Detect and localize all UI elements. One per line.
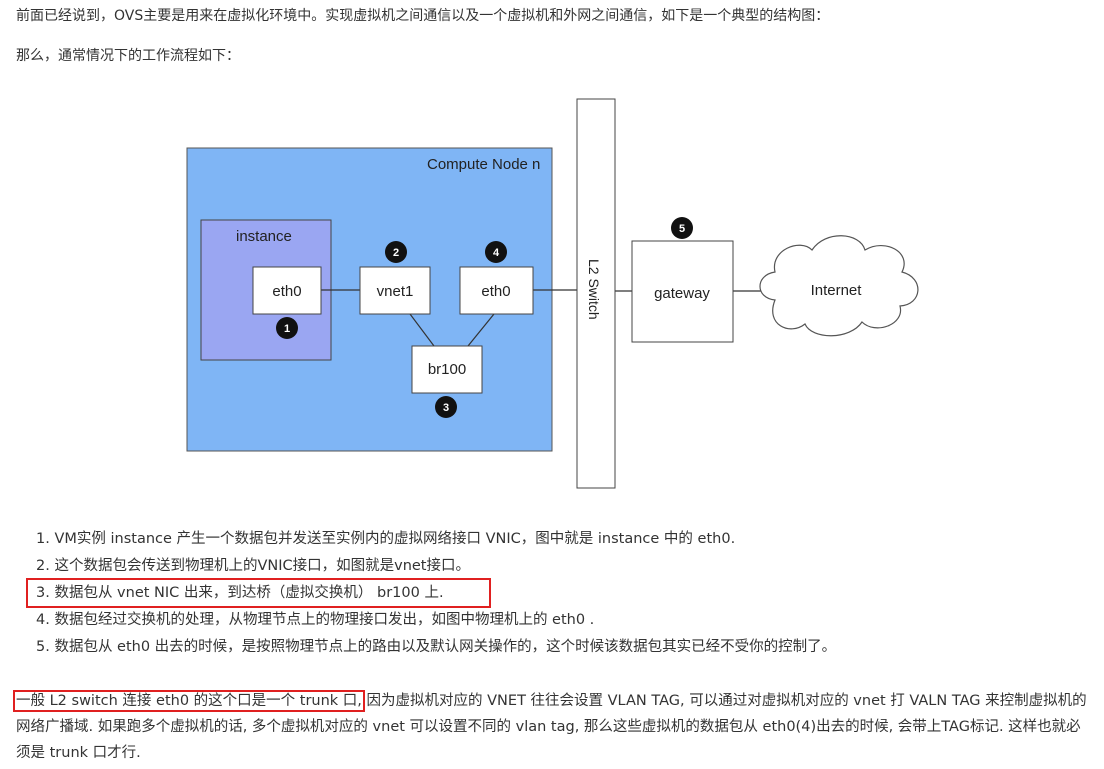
gateway-node	[631, 240, 734, 343]
link-eth0-br100	[467, 313, 495, 347]
workflow-intro: 那么，通常情况下的工作流程如下：	[16, 48, 240, 64]
l2-switch-label: L2 Switch	[586, 259, 602, 320]
svg-text:5: 5	[679, 223, 685, 235]
network-diagram: Compute Node n instance eth0 vnet1 eth0 …	[186, 98, 919, 489]
svg-text:1: 1	[284, 323, 290, 335]
marker-5: 5	[671, 217, 693, 239]
svg-text:2: 2	[393, 247, 399, 259]
marker-3: 3	[435, 396, 457, 418]
step-item: 3. 数据包从 vnet NIC 出来，到达桥（虚拟交换机） br100 上.	[36, 585, 444, 601]
marker-4: 4	[485, 241, 507, 263]
l2-switch	[576, 98, 616, 489]
link-vnet1-br100	[409, 313, 435, 347]
step-item: 2. 这个数据包会传送到物理机上的VNIC接口，如图就是vnet接口。	[36, 558, 470, 574]
marker-1: 1	[276, 317, 298, 339]
br100-label: br100	[428, 361, 466, 378]
internet-cloud	[759, 235, 919, 337]
trunk-explanation-text: 因为虚拟机对应的 VNET 往往会设置 VLAN TAG, 可以通过对虚拟机对应…	[16, 693, 1087, 761]
workflow-steps: 1. VM实例 instance 产生一个数据包并发送至实例内的虚拟网络接口 V…	[16, 528, 836, 663]
eth0-host-label: eth0	[481, 283, 510, 300]
eth0-host-node	[459, 266, 534, 315]
eth0-instance-node	[252, 266, 322, 315]
step-item: 5. 数据包从 eth0 出去的时候，是按照物理节点上的路由以及默认网关操作的，…	[36, 639, 837, 655]
marker-2: 2	[385, 241, 407, 263]
eth0-instance-label: eth0	[272, 283, 301, 300]
step-item: 4. 数据包经过交换机的处理，从物理节点上的物理接口发出，如图中物理机上的 et…	[36, 612, 595, 628]
instance-label: instance	[236, 228, 292, 245]
intro-paragraph: 前面已经说到，OVS主要是用来在虚拟化环境中。实现虚拟机之间通信以及一个虚拟机和…	[16, 8, 830, 24]
trunk-explanation: 一般 L2 switch 连接 eth0 的这个口是一个 trunk 口, 因为…	[13, 688, 1088, 766]
vnet1-node	[359, 266, 431, 315]
vnet1-label: vnet1	[377, 283, 414, 300]
svg-text:3: 3	[443, 402, 449, 414]
internet-label: Internet	[811, 282, 863, 299]
svg-text:4: 4	[493, 247, 500, 259]
trunk-highlight-text: 一般 L2 switch 连接 eth0 的这个口是一个 trunk 口,	[13, 690, 365, 712]
compute-node-label: Compute Node n	[427, 156, 540, 173]
br100-node	[411, 345, 483, 394]
step-item: 1. VM实例 instance 产生一个数据包并发送至实例内的虚拟网络接口 V…	[36, 531, 736, 547]
gateway-label: gateway	[654, 285, 710, 302]
